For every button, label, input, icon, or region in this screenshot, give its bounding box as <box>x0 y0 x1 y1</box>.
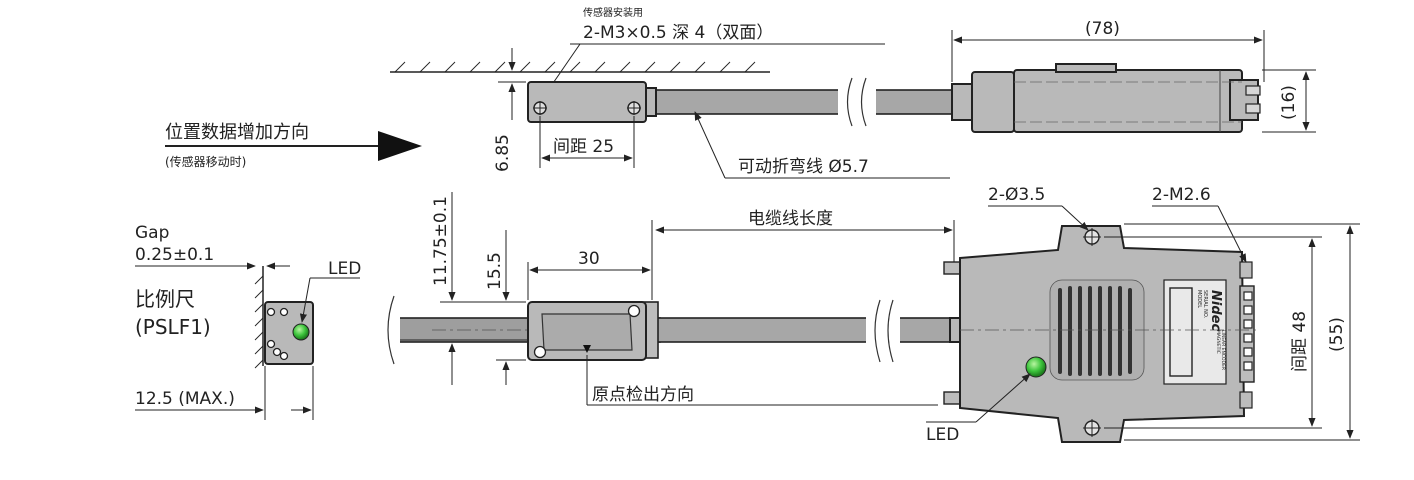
front-view <box>360 192 1360 443</box>
cable-top <box>653 89 955 115</box>
pitch-25-label: 间距 25 <box>553 137 614 157</box>
plate-line1: MAGNETIC <box>1215 330 1221 354</box>
dim-15-5: 15.5 <box>485 252 505 290</box>
cable-front <box>653 317 951 343</box>
scale-model-label: (PSLF1) <box>135 315 211 339</box>
plate-model: MODEL <box>1196 290 1202 308</box>
pitch-48-label: 间距 48 <box>1290 311 1310 372</box>
led-label-right: LED <box>926 425 959 445</box>
dim-11-75: 11.75±0.1 <box>431 196 451 286</box>
dim-78: (78) <box>1085 19 1120 39</box>
dim-6-85: 6.85 <box>493 134 513 172</box>
cable-length-label: 电缆线长度 <box>748 209 833 229</box>
top-side-view <box>390 30 1316 179</box>
connector-front <box>943 225 1260 443</box>
nameplate <box>1163 279 1227 385</box>
plate-line2: LINEAR ENCODER <box>1220 330 1226 370</box>
led-indicator-left <box>292 323 310 341</box>
sensor-head-top <box>527 81 647 123</box>
origin-mark <box>583 345 591 353</box>
origin-direction-label: 原点检出方向 <box>592 385 694 405</box>
mount-spec: 2-M3×0.5 深 4（双面） <box>583 23 773 43</box>
gap-value: 0.25±0.1 <box>135 245 214 265</box>
dim-55: (55) <box>1327 317 1347 352</box>
logo: Nidec <box>1208 290 1223 331</box>
mount-note: 传感器安装用 <box>583 6 643 19</box>
thread-label: 2-M2.6 <box>1152 185 1211 205</box>
hatch-top <box>394 61 756 73</box>
plate-serial: SERIAL NO. <box>1202 290 1208 319</box>
direction-arrow <box>378 131 422 161</box>
scale-cn-label: 比例尺 <box>135 287 195 311</box>
connector-top <box>951 63 1261 133</box>
end-view <box>135 262 360 420</box>
moving-note: (传感器移动时) <box>165 154 246 169</box>
dim-30: 30 <box>578 249 600 269</box>
led-label-left: LED <box>328 259 361 279</box>
increase-direction-label: 位置数据增加方向 <box>165 122 309 143</box>
gap-title: Gap <box>135 223 169 243</box>
dim-12-5-max: 12.5 (MAX.) <box>135 389 235 409</box>
hole-label: 2-Ø3.5 <box>988 185 1045 205</box>
flex-cable-label: 可动折弯线 Ø5.7 <box>738 157 869 177</box>
led-indicator-right <box>1025 356 1047 378</box>
dim-16: (16) <box>1279 85 1299 120</box>
